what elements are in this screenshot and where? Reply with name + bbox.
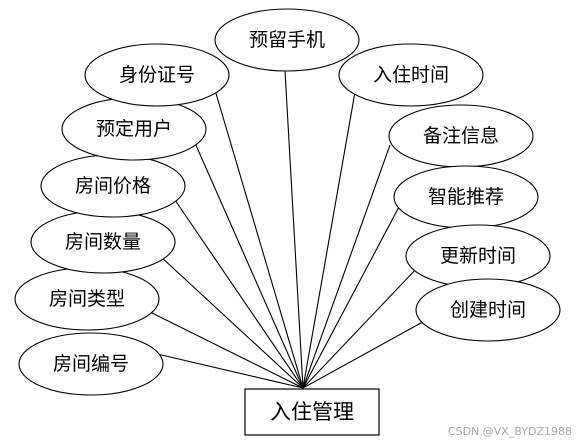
attribute-label: 创建时间	[450, 299, 526, 321]
watermark: CSDN @VX_BYDZ1988	[447, 425, 572, 438]
attribute-checkin-time: 入住时间	[338, 43, 484, 107]
attribute-ellipse	[84, 43, 230, 107]
edge-smart-recommend	[302, 204, 401, 389]
entity-box: 入住管理	[244, 388, 380, 436]
attribute-booking-user: 预定用户	[61, 97, 207, 161]
attribute-room-number: 房间编号	[18, 332, 164, 396]
attribute-id-number: 身份证号	[84, 43, 230, 107]
edge-room-quantity	[159, 255, 304, 389]
attribute-label: 身份证号	[119, 64, 195, 86]
attribute-update-time: 更新时间	[405, 224, 551, 288]
edge-room-number	[139, 349, 304, 389]
attribute-label: 智能推荐	[428, 186, 504, 208]
attribute-label: 备注信息	[423, 125, 499, 147]
attribute-label: 入住时间	[373, 64, 449, 86]
attribute-smart-recommend: 智能推荐	[393, 165, 539, 229]
attribute-label: 房间价格	[75, 175, 151, 197]
edge-remarks	[302, 144, 391, 389]
edge-id-number	[214, 89, 304, 389]
edge-update-time	[302, 266, 419, 389]
attribute-label: 更新时间	[440, 245, 516, 267]
attribute-label: 房间编号	[53, 353, 129, 375]
edge-reserved-phone	[284, 70, 304, 389]
attribute-nodes: 房间编号 房间类型 房间数量 房间价格 预定用户 身份证号 预留手机入住时间备注信息智能推荐…	[14, 8, 561, 396]
attribute-create-time: 创建时间	[415, 278, 561, 342]
attribute-ellipse	[415, 278, 561, 342]
attribute-ellipse	[338, 43, 484, 107]
attribute-room-price: 房间价格	[40, 154, 186, 218]
attribute-remarks: 备注信息	[388, 104, 534, 168]
attribute-ellipse	[214, 8, 360, 72]
entity-rect	[244, 388, 380, 436]
edge-room-type	[149, 311, 304, 389]
attribute-reserved-phone: 预留手机	[214, 8, 360, 72]
edge-room-price	[174, 199, 304, 389]
attribute-label: 房间数量	[65, 231, 141, 253]
attribute-room-quantity: 房间数量	[30, 210, 176, 274]
entity-label: 入住管理	[270, 400, 354, 424]
attribute-label: 预定用户	[96, 118, 172, 140]
attribute-label: 房间类型	[49, 288, 125, 310]
relationship-lines	[139, 70, 431, 389]
attribute-label: 预留手机	[249, 29, 325, 51]
attribute-room-type: 房间类型	[14, 267, 160, 331]
edge-booking-user	[194, 142, 304, 389]
edge-create-time	[302, 317, 431, 389]
edge-checkin-time	[302, 91, 356, 389]
attribute-ellipse	[18, 332, 164, 396]
